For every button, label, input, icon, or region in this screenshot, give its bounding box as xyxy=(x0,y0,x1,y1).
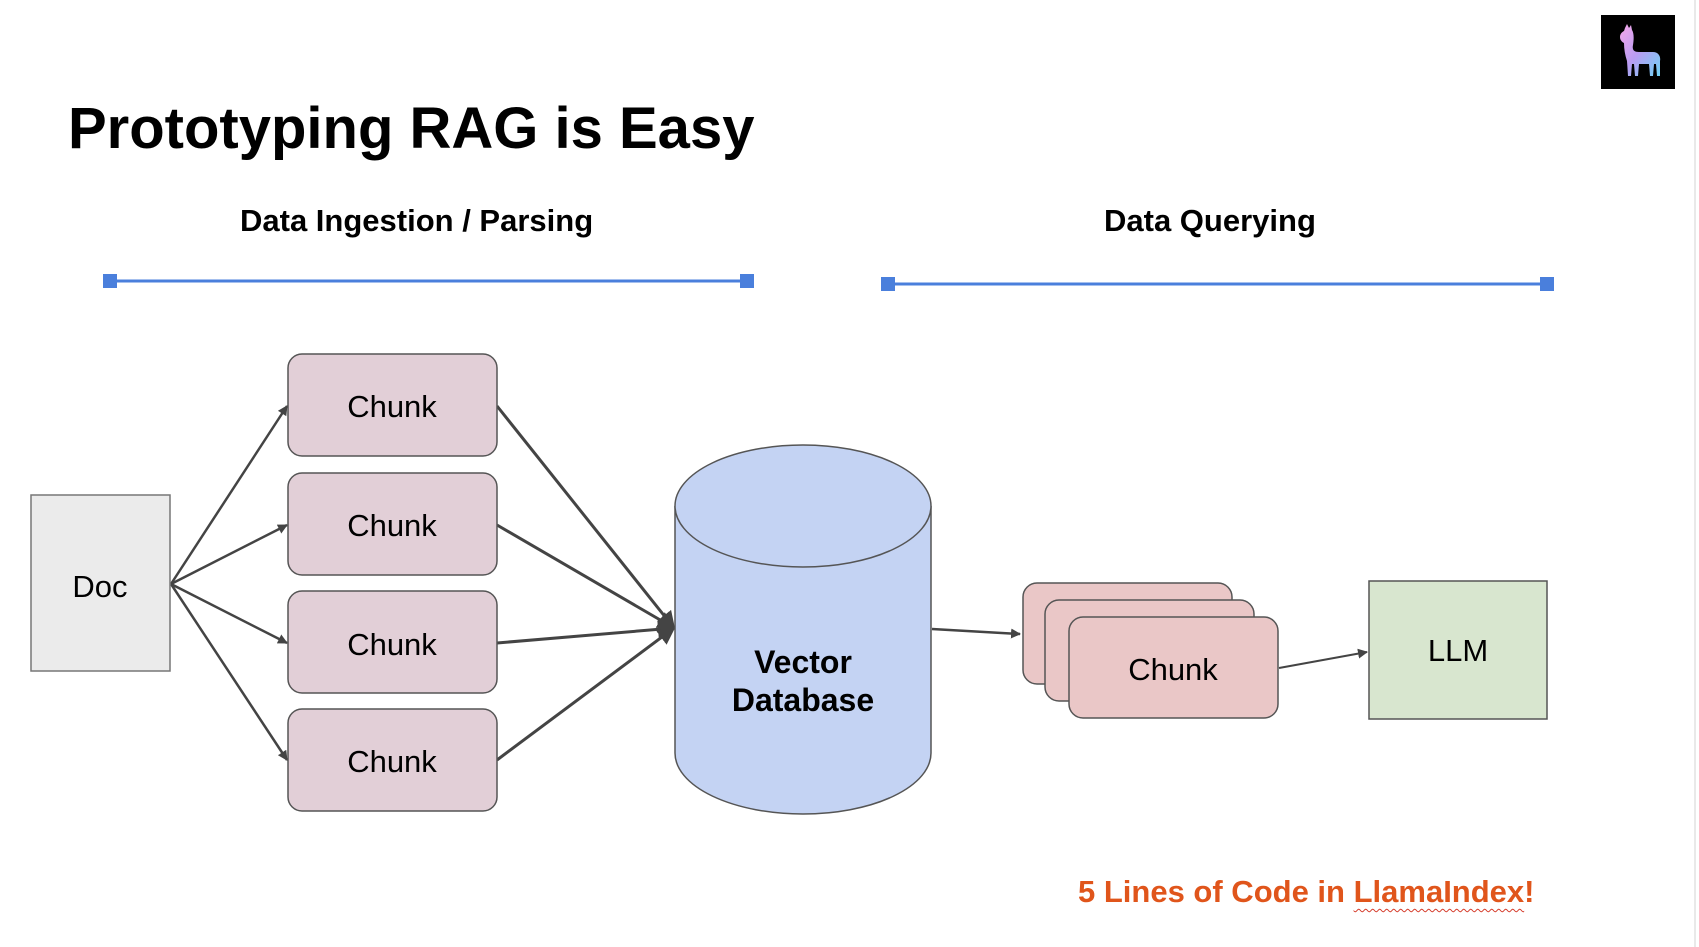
retrieved-chunk-stack: Chunk xyxy=(1022,582,1279,719)
arrow-database-to-retrieved xyxy=(931,627,1021,639)
chunk-node-2: Chunk xyxy=(287,472,498,576)
arrow-chunk-3-to-database xyxy=(496,620,676,645)
chunk-label-2: Chunk xyxy=(347,508,437,543)
slide-title: Prototyping RAG is Easy xyxy=(68,96,755,161)
llama-logo-icon xyxy=(1601,15,1675,89)
footer-callout: 5 Lines of Code in LlamaIndex! xyxy=(1078,874,1534,910)
arrow-chunk-2-to-database xyxy=(496,523,676,630)
arrow-chunk-1-to-database xyxy=(495,405,676,630)
retrieved-chunk-label: Chunk xyxy=(1128,652,1218,687)
section-label-ingestion: Data Ingestion / Parsing xyxy=(240,203,594,238)
footer-llamaindex: LlamaIndex xyxy=(1353,874,1525,909)
arrow-doc-to-chunk-3 xyxy=(170,582,288,645)
arrow-chunk-4-to-database xyxy=(496,626,676,762)
chunk-node-4: Chunk xyxy=(287,708,498,812)
llm-node: LLM xyxy=(1368,580,1548,720)
database-label-line2: Database xyxy=(732,682,874,718)
arrow-doc-to-chunk-1 xyxy=(169,405,289,585)
ingestion-range-line xyxy=(103,274,754,288)
section-label-querying: Data Querying xyxy=(1104,203,1316,238)
chunk-label-4: Chunk xyxy=(347,744,437,779)
querying-range-line xyxy=(881,277,1554,291)
chunk-label-1: Chunk xyxy=(347,389,437,424)
footer-suffix: ! xyxy=(1524,874,1535,909)
chunk-node-3: Chunk xyxy=(287,590,498,694)
chunk-label-3: Chunk xyxy=(347,627,437,662)
slide-edge xyxy=(1694,0,1696,947)
arrow-doc-to-chunk-4 xyxy=(169,583,289,761)
llm-label: LLM xyxy=(1428,633,1488,668)
doc-node: Doc xyxy=(30,494,171,672)
database-label-line1: Vector xyxy=(754,644,852,680)
doc-label: Doc xyxy=(72,569,127,604)
chunk-node-1: Chunk xyxy=(287,353,498,457)
arrow-retrieved-to-llm xyxy=(1278,648,1368,669)
footer-prefix: 5 Lines of Code in xyxy=(1078,874,1354,909)
vector-database-node: Vector Database xyxy=(674,444,932,815)
arrow-doc-to-chunk-2 xyxy=(170,523,288,586)
